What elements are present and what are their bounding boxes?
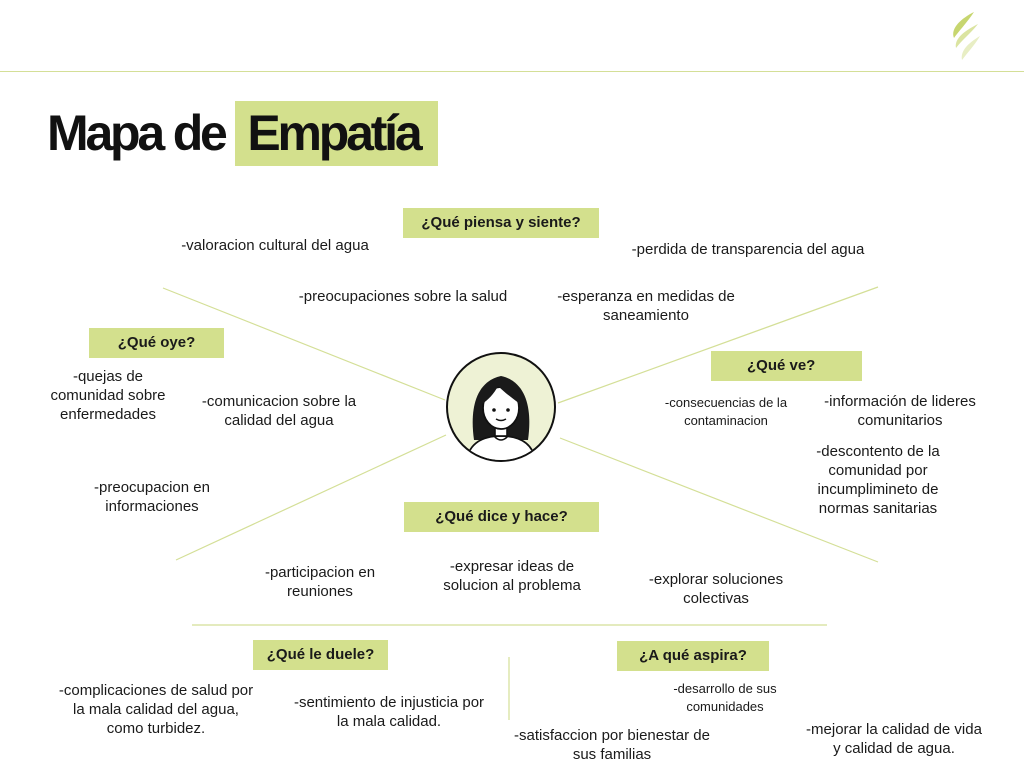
page-title: Mapa de Empatía bbox=[47, 104, 423, 162]
note-dice-2: -expresar ideas de solucion al problema bbox=[443, 558, 581, 594]
title-highlight bbox=[235, 101, 438, 166]
section-label-dice: ¿Qué dice y hace? bbox=[404, 502, 599, 532]
note-oye-1: -quejas de comunidad sobre enfermedades bbox=[50, 368, 166, 423]
brand-logo bbox=[953, 12, 980, 60]
note-aspira-3: -mejorar la calidad de vida y calidad de… bbox=[806, 721, 982, 757]
note-dice-3: -explorar soluciones colectivas bbox=[648, 571, 784, 607]
note-ve-2: -información de lideres comunitarios bbox=[824, 393, 976, 429]
section-label-aspira: ¿A qué aspira? bbox=[617, 641, 769, 671]
note-duele-2: -sentimiento de injusticia por la mala c… bbox=[293, 694, 485, 730]
header-divider bbox=[0, 71, 1024, 72]
line-upper-right bbox=[557, 286, 879, 404]
note-oye-3: -preocupacion en informaciones bbox=[94, 479, 210, 515]
section-label-piensa: ¿Qué piensa y siente? bbox=[403, 208, 599, 238]
note-ve-1: -consecuencias de la contaminacion bbox=[664, 395, 788, 428]
note-ve-3: -descontento de la comunidad por incumpl… bbox=[816, 443, 940, 517]
note-piensa-4: -esperanza en medidas de saneamiento bbox=[557, 288, 735, 324]
section-label-oye: ¿Qué oye? bbox=[89, 328, 224, 358]
section-label-duele: ¿Qué le duele? bbox=[253, 640, 388, 670]
note-duele-1: -complicaciones de salud por la mala cal… bbox=[58, 682, 254, 737]
note-aspira-1: -desarrollo de sus comunidades bbox=[673, 681, 777, 714]
line-lower-left bbox=[175, 434, 447, 561]
title-part2: Empatía bbox=[247, 105, 422, 161]
note-piensa-2: -perdida de transparencia del agua bbox=[631, 241, 865, 258]
note-dice-1: -participacion en reuniones bbox=[264, 564, 376, 600]
person-avatar-icon bbox=[446, 352, 556, 462]
line-upper-left bbox=[162, 287, 446, 401]
note-oye-2: -comunicacion sobre la calidad del agua bbox=[201, 393, 357, 429]
note-piensa-3: -preocupaciones sobre la salud bbox=[298, 288, 508, 305]
line-lower-right bbox=[559, 437, 879, 563]
title-part1: Mapa de bbox=[47, 105, 228, 161]
note-aspira-2: -satisfaccion por bienestar de sus famil… bbox=[514, 727, 710, 763]
section-label-ve: ¿Qué ve? bbox=[711, 351, 862, 381]
note-piensa-1: -valoracion cultural del agua bbox=[181, 237, 369, 254]
